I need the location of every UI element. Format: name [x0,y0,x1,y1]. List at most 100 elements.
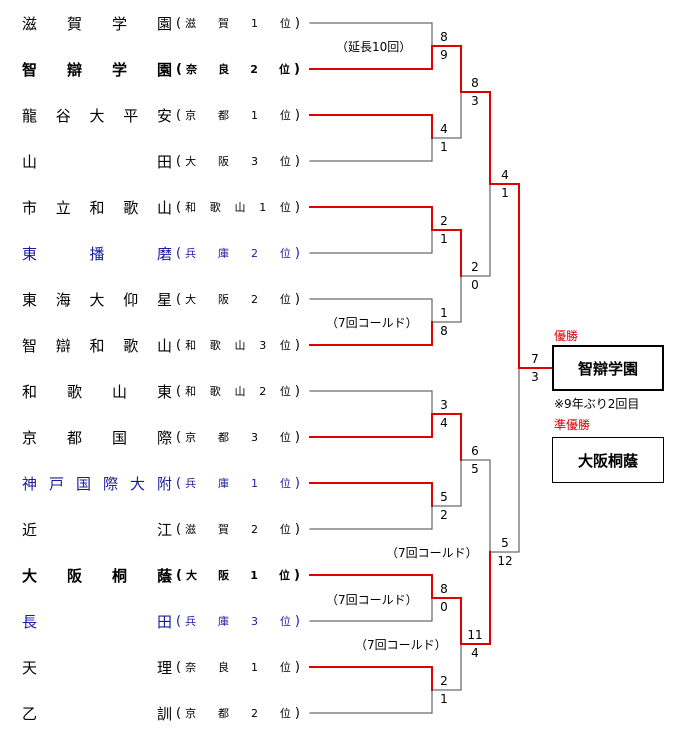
score: 1 [440,140,448,154]
prefecture: 滋賀 [185,523,251,536]
prefecture: 滋賀 [185,17,251,30]
champion-box: 智辯学園 [552,345,664,391]
team-prefecture-rank: (和歌山1位) [176,199,300,215]
prefecture: 和歌山 [185,385,260,398]
rank: 2 [259,385,267,398]
score: 2 [440,674,448,688]
rank-suffix: 位 [257,293,291,306]
team-prefecture-rank: (滋賀2位) [176,521,300,537]
rank: 1 [250,477,258,490]
team-row: 東海大仰星(大阪2位) [22,288,300,310]
team-name: 乙訓 [22,704,172,723]
team-prefecture-rank: (兵庫1位) [176,475,300,491]
team-row: 市立和歌山(和歌山1位) [22,196,300,218]
rank: 3 [250,615,258,628]
prefecture: 奈良 [185,63,251,76]
score: 4 [501,168,509,182]
team-name: 京都国際 [22,428,172,447]
team-prefecture-rank: (京都2位) [176,705,300,721]
team-row: 大阪桐蔭(大阪1位) [22,564,300,586]
rank: 1 [259,201,267,214]
team-name: 龍谷大平安 [22,106,172,125]
rank-suffix: 位 [257,17,291,30]
rank: 3 [259,339,267,352]
prefecture: 兵庫 [185,477,251,490]
rank-suffix: 位 [257,523,291,536]
rank: 1 [250,109,258,122]
team-prefecture-rank: (大阪1位) [176,567,300,583]
prefecture: 大阪 [185,569,251,582]
score: 2 [471,260,479,274]
rank: 1 [250,17,258,30]
rank: 2 [250,707,258,720]
team-row: 智辯学園(奈良2位) [22,58,300,80]
rank: 3 [250,431,258,444]
team-name: 神戸国際大附 [22,474,172,493]
rank: 2 [250,63,258,76]
prefecture: 奈良 [185,661,251,674]
rank-suffix: 位 [257,155,291,168]
prefecture: 京都 [185,109,251,122]
team-prefecture-rank: (和歌山2位) [176,383,300,399]
score: 5 [440,490,448,504]
team-name: 大阪桐蔭 [22,566,172,585]
rank: 1 [250,569,258,582]
score: 8 [440,582,448,596]
team-name: 滋賀学園 [22,14,172,33]
rank-suffix: 位 [257,661,291,674]
team-row: 神戸国際大附(兵庫1位) [22,472,300,494]
score: 4 [440,416,448,430]
team-row: 京都国際(京都3位) [22,426,300,448]
note-extra-innings: （延長10回） [336,40,412,54]
rank-suffix: 位 [257,707,291,720]
prefecture: 大阪 [185,293,251,306]
score: 1 [440,232,448,246]
team-row: 乙訓(京都2位) [22,702,300,724]
team-row: 山田(大阪3位) [22,150,300,172]
team-row: 滋賀学園(滋賀1位) [22,12,300,34]
score: 3 [471,94,479,108]
team-name: 長田 [22,612,172,631]
score: 8 [440,30,448,44]
team-prefecture-rank: (奈良1位) [176,659,300,675]
champion-label: 優勝 [554,329,579,343]
score: 1 [440,306,448,320]
note-called-game: （7回コールド） [326,316,418,330]
team-name: 天理 [22,658,172,677]
rank-suffix: 位 [266,339,291,352]
team-row: 天理(奈良1位) [22,656,300,678]
team-prefecture-rank: (大阪2位) [176,291,300,307]
team-name: 和歌山東 [22,382,172,401]
score: 5 [501,536,509,550]
runner-up-box: 大阪桐蔭 [552,437,664,483]
prefecture: 和歌山 [185,201,260,214]
prefecture: 和歌山 [185,339,260,352]
rank-suffix: 位 [266,201,291,214]
score: 9 [440,48,448,62]
score: 4 [471,646,479,660]
rank: 2 [250,247,258,260]
score: 8 [471,76,479,90]
score: 2 [440,508,448,522]
score: 5 [471,462,479,476]
champion-note: ※9年ぶり2回目 [554,397,640,411]
rank: 3 [250,155,258,168]
score: 2 [440,214,448,228]
note-called-game: （7回コールド） [326,593,418,607]
prefecture: 大阪 [185,155,251,168]
team-row: 近江(滋賀2位) [22,518,300,540]
score: 11 [467,628,483,642]
team-name: 智辯和歌山 [22,336,172,355]
team-row: 東播磨(兵庫2位) [22,242,300,264]
team-prefecture-rank: (京都1位) [176,107,300,123]
score: 1 [440,692,448,706]
score: 3 [531,370,539,384]
team-prefecture-rank: (大阪3位) [176,153,300,169]
team-prefecture-rank: (滋賀1位) [176,15,300,31]
score: 3 [440,398,448,412]
score: 1 [501,186,509,200]
team-row: 長田(兵庫3位) [22,610,300,632]
team-prefecture-rank: (兵庫2位) [176,245,300,261]
score: 8 [440,324,448,338]
rank: 2 [250,523,258,536]
